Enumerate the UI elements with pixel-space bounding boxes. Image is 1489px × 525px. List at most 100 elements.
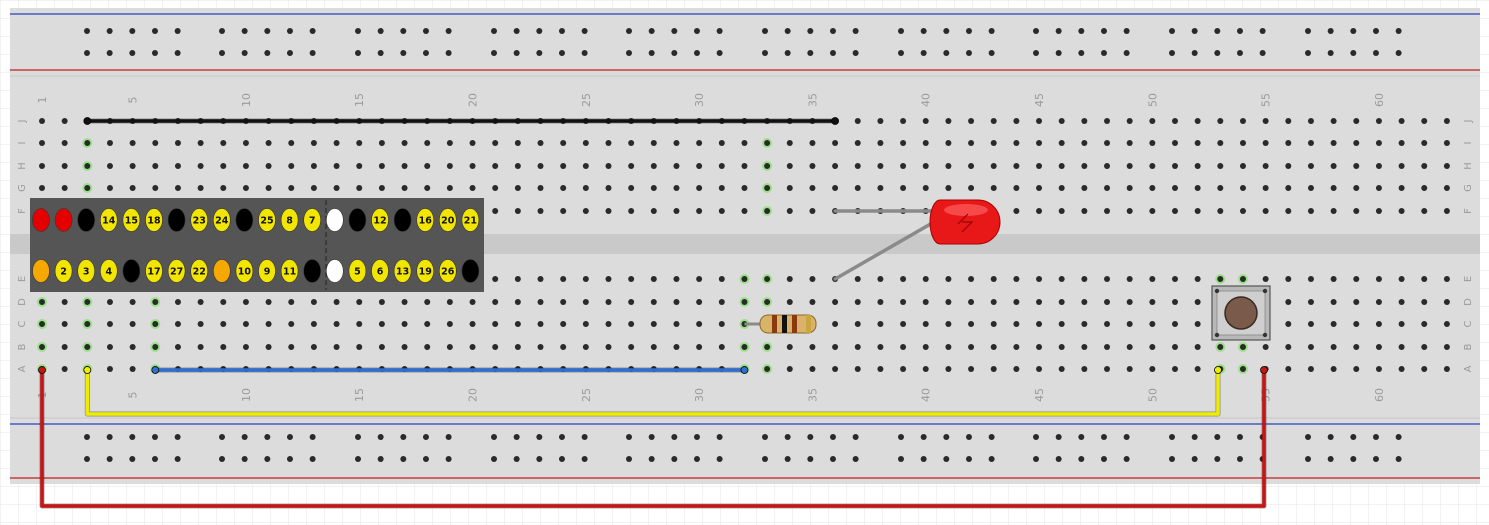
power-rail-hole	[1350, 50, 1357, 56]
breadboard-hole	[197, 321, 204, 327]
breadboard-hole	[628, 276, 635, 282]
breadboard-hole	[492, 321, 499, 327]
breadboard-hole	[1036, 276, 1043, 282]
gpio-top-pin	[213, 208, 231, 232]
breadboard-hole	[174, 163, 181, 169]
breadboard-hole	[1398, 299, 1405, 305]
breadboard-hole	[1194, 321, 1201, 327]
power-rail-hole	[920, 434, 927, 440]
breadboard-hole	[786, 163, 793, 169]
breadboard-hole	[1036, 208, 1043, 214]
breadboard-hole	[129, 366, 136, 372]
breadboard-hole	[1194, 140, 1201, 146]
power-rail-hole	[558, 28, 565, 34]
breadboard-hole	[696, 276, 703, 282]
breadboard-hole	[968, 185, 975, 191]
breadboard-hole	[1375, 321, 1382, 327]
gpio-top-pin	[77, 208, 95, 232]
breadboard-hole	[424, 344, 431, 350]
power-rail-hole	[445, 456, 452, 462]
breadboard-hole	[628, 163, 635, 169]
power-rail-hole	[219, 456, 225, 462]
breadboard-hole	[401, 163, 408, 169]
power-rail-hole	[1078, 456, 1085, 462]
breadboard-hole	[605, 321, 612, 327]
gpio-top-pin	[145, 208, 163, 232]
breadboard-hole	[968, 344, 975, 350]
breadboard-hole	[356, 140, 363, 146]
power-rail-hole	[151, 434, 158, 440]
breadboard-hole	[242, 140, 249, 146]
gpio-bottom-pin	[100, 259, 118, 283]
power-rail-hole	[151, 50, 158, 56]
breadboard-hole	[560, 276, 567, 282]
breadboard-hole	[968, 321, 975, 327]
column-number-label: 5	[127, 392, 140, 399]
power-rail-hole	[174, 28, 181, 34]
breadboard-hole	[696, 299, 703, 305]
power-rail-hole	[829, 456, 836, 462]
row-letter-label: I	[17, 142, 28, 145]
power-rail-hole	[671, 50, 678, 56]
breadboard-hole	[310, 321, 317, 327]
breadboard-hole	[1149, 185, 1156, 191]
power-rail-hole	[1123, 456, 1130, 462]
power-rail-hole	[943, 456, 950, 462]
breadboard-hole	[832, 299, 839, 305]
power-rail-hole	[1305, 456, 1311, 462]
row-letter-label: J	[17, 120, 28, 124]
breadboard-hole	[61, 118, 68, 124]
breadboard-hole	[1058, 163, 1065, 169]
breadboard-hole	[1036, 366, 1043, 372]
gpio-bottom-pin-label: 10	[238, 267, 252, 278]
power-rail-hole	[286, 456, 293, 462]
breadboard-hole	[900, 118, 907, 124]
breadboard-hole	[900, 140, 907, 146]
breadboard-hole	[333, 344, 340, 350]
wires	[38, 117, 1268, 509]
power-rail-hole	[581, 28, 588, 34]
breadboard-hole	[1353, 163, 1360, 169]
breadboard-hole	[1353, 208, 1360, 214]
breadboard-hole	[1307, 321, 1314, 327]
power-rail-hole	[264, 28, 271, 34]
power-rail-hole	[626, 434, 632, 440]
power-rail-hole	[1033, 28, 1039, 34]
breadboard-hole	[786, 140, 793, 146]
power-rail-hole	[1305, 28, 1311, 34]
black-wire-end	[83, 117, 92, 125]
gpio-bottom-pin	[371, 259, 389, 283]
breadboard-hole	[1172, 118, 1178, 124]
breadboard-hole	[1104, 185, 1111, 191]
power-rail-hole	[852, 28, 859, 34]
gpio-bottom-pin	[167, 259, 186, 283]
breadboard-hole	[854, 185, 861, 191]
gpio-top-pin-label: 25	[260, 216, 273, 227]
column-number-label: 10	[240, 93, 253, 107]
gpio-bottom-pin	[32, 259, 50, 283]
power-rail-hole	[174, 434, 181, 440]
breadboard-hole	[650, 299, 657, 305]
breadboard-hole	[1398, 208, 1405, 214]
power-rail-hole	[965, 456, 972, 462]
gpio-bottom-pin	[393, 259, 412, 283]
breadboard-hole	[650, 208, 657, 214]
power-rail-hole	[1236, 28, 1243, 34]
row-letter-label: E	[17, 276, 28, 282]
breadboard-hole	[220, 140, 227, 146]
breadboard-labels: 1155101015152020252530303535404045455050…	[17, 93, 1474, 402]
breadboard-hole	[1058, 366, 1065, 372]
power-rail-hole	[1033, 50, 1039, 56]
breadboard-hole	[1013, 118, 1020, 124]
breadboard-hole	[1036, 118, 1043, 124]
power-rail-hole	[513, 28, 520, 34]
breadboard-hole	[786, 276, 793, 282]
breadboard-hole	[900, 321, 907, 327]
breadboard-hole	[1330, 118, 1337, 124]
breadboard-hole	[174, 299, 181, 305]
breadboard-hole	[1104, 321, 1111, 327]
power-rail-hole	[309, 456, 316, 462]
breadboard-hole	[61, 185, 68, 191]
power-rail-hole	[129, 456, 136, 462]
breadboard-hole	[1330, 366, 1337, 372]
